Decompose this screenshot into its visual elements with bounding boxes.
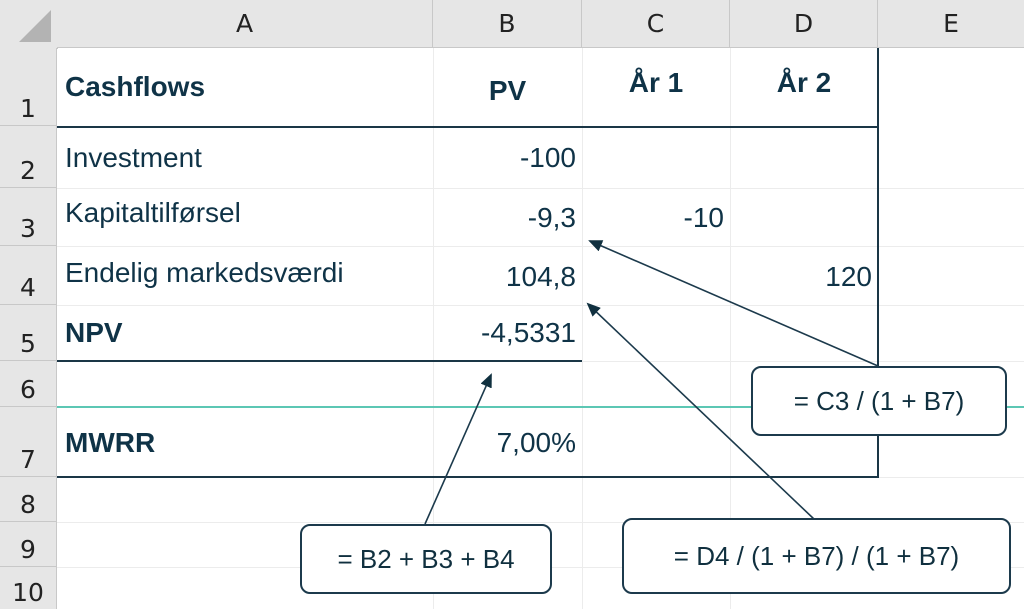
cell-b7[interactable]: 7,00% <box>496 426 576 458</box>
header-bottom-border <box>57 126 878 128</box>
select-all-corner[interactable] <box>0 0 58 49</box>
cell-a7[interactable]: MWRR <box>65 426 156 458</box>
cell-c3[interactable]: -10 <box>683 202 724 233</box>
select-all-triangle-icon <box>19 10 51 42</box>
cell-b5[interactable]: -4,5331 <box>481 317 576 348</box>
column-header-d[interactable]: D <box>730 0 878 48</box>
column-header-c[interactable]: C <box>582 0 730 48</box>
cell-a1[interactable]: Cashflows <box>65 71 206 102</box>
cell-b3[interactable]: -9,3 <box>527 202 576 233</box>
npv-bottom-border <box>57 360 582 362</box>
highlight-line <box>57 406 1024 408</box>
callout-c3-formula: = C3 / (1 + B7) <box>751 366 1007 436</box>
arrow-d4-to-b4 <box>586 302 816 521</box>
row-header-9[interactable]: 9 <box>0 522 57 567</box>
gridline <box>57 246 1024 247</box>
row-header-10[interactable]: 10 <box>0 567 57 609</box>
cell-c1[interactable]: År 1 <box>628 67 684 98</box>
row-header-3[interactable]: 3 <box>0 188 57 246</box>
row-header-1[interactable]: 1 <box>0 48 57 126</box>
row-header-4[interactable]: 4 <box>0 246 57 305</box>
arrow-sum-to-b6 <box>424 373 492 525</box>
cell-d4[interactable]: 120 <box>825 260 872 292</box>
cell-a5[interactable]: NPV <box>65 317 123 348</box>
row-header-5[interactable]: 5 <box>0 305 57 361</box>
gridline <box>57 522 1024 523</box>
gridline <box>730 48 731 609</box>
table-right-border <box>877 48 879 478</box>
cell-d1[interactable]: År 2 <box>776 67 832 98</box>
gridline <box>57 188 1024 189</box>
cell-b2[interactable]: -100 <box>519 142 576 173</box>
cell-a2[interactable]: Investment <box>65 142 202 173</box>
callout-d4-formula: = D4 / (1 + B7) / (1 + B7) <box>622 518 1011 594</box>
row-header-2[interactable]: 2 <box>0 126 57 188</box>
gridline <box>57 305 1024 306</box>
row-header-8[interactable]: 8 <box>0 477 57 522</box>
gridline <box>582 48 583 609</box>
row-header-7[interactable]: 7 <box>0 407 57 477</box>
column-header-e[interactable]: E <box>878 0 1024 48</box>
arrow-c3-to-b3 <box>588 240 879 367</box>
cell-b4[interactable]: 104,8 <box>505 260 576 292</box>
gridline <box>433 48 434 609</box>
cell-a4[interactable]: Endelig markedsværdi <box>65 256 344 288</box>
column-header-b[interactable]: B <box>433 0 582 48</box>
row-header-6[interactable]: 6 <box>0 361 57 407</box>
table-bottom-border <box>57 476 878 478</box>
column-header-a[interactable]: A <box>57 0 433 48</box>
cell-a3[interactable]: Kapitaltilførsel <box>65 197 241 228</box>
callout-npv-formula: = B2 + B3 + B4 <box>300 524 552 594</box>
cell-b1[interactable]: PV <box>488 75 527 106</box>
